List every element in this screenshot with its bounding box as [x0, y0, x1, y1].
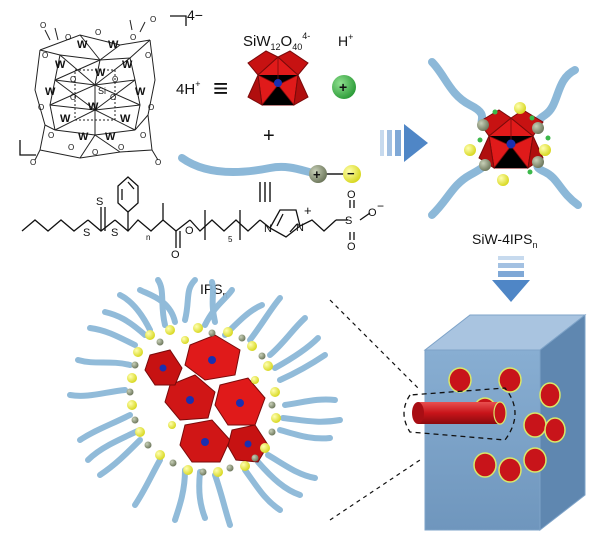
- svg-text:O: O: [112, 75, 118, 84]
- ips-structure-text: S S S n O O 5 N N + S O O O −: [83, 189, 384, 261]
- svg-text:S: S: [111, 227, 118, 239]
- w-atom: W: [135, 86, 146, 98]
- svg-text:O: O: [155, 158, 161, 167]
- svg-text:S: S: [83, 227, 90, 239]
- pulled-cylinder: [412, 401, 507, 425]
- w-atom: W: [78, 131, 89, 143]
- svg-text:O: O: [171, 249, 180, 261]
- svg-text:O: O: [148, 103, 154, 112]
- hexagonal-phase-cube: [403, 313, 587, 532]
- svg-text:O: O: [40, 21, 46, 30]
- svg-text:O: O: [347, 189, 356, 201]
- arrow-right: [380, 124, 428, 162]
- proton-ball: +: [332, 75, 356, 99]
- w-atom: W: [88, 101, 99, 113]
- w-atom: W: [45, 86, 56, 98]
- micelle-assembly: [67, 277, 343, 528]
- svg-text:O: O: [118, 143, 124, 152]
- svg-text:O: O: [185, 225, 194, 237]
- svg-text:O: O: [65, 33, 71, 42]
- svg-text:O: O: [145, 51, 151, 60]
- bracket-left: [19, 140, 36, 156]
- svg-text:n: n: [146, 233, 150, 242]
- highlight-outline: [403, 387, 516, 441]
- keggin-w-atoms: W W W W W W W W W W W W: [45, 39, 146, 143]
- keggin-structure: W W W W W W W W W W W W OO OO OO OO OO O…: [19, 7, 203, 167]
- parallel-symbol: [259, 182, 271, 202]
- w-atom: W: [55, 59, 66, 71]
- svg-text:O: O: [42, 51, 48, 60]
- svg-text:O: O: [38, 103, 44, 112]
- svg-text:−: −: [377, 199, 384, 213]
- micelle-yellow-balls: [127, 323, 281, 477]
- svg-text:N: N: [264, 223, 272, 235]
- svg-text:O: O: [70, 75, 76, 84]
- ips-chemical-structure: [21, 176, 371, 248]
- svg-text:+: +: [339, 79, 347, 95]
- svg-text:O: O: [130, 33, 136, 42]
- charge-label: 4−: [187, 7, 203, 23]
- w-atom: W: [60, 113, 71, 125]
- equiv-symbol: ≡: [213, 73, 228, 103]
- svg-text:+: +: [304, 203, 312, 218]
- w-atom: W: [108, 39, 119, 51]
- zoom-lines: [329, 299, 421, 521]
- w-atom: W: [95, 67, 106, 79]
- svg-text:+: +: [313, 167, 321, 182]
- w-atom: W: [77, 39, 88, 51]
- svg-text:O: O: [110, 93, 116, 102]
- svg-text:O: O: [347, 241, 356, 253]
- keggin-bonds: [34, 19, 159, 161]
- svg-text:−: −: [347, 166, 355, 181]
- proton-label: H+: [338, 32, 353, 49]
- siw-formula: SiW12O404-: [243, 31, 310, 52]
- pom-cluster-icon: [247, 50, 309, 106]
- svg-text:O: O: [48, 131, 54, 140]
- w-atom: W: [120, 113, 131, 125]
- siw-4ips-complex: [428, 58, 582, 219]
- svg-text:O: O: [68, 143, 74, 152]
- svg-text:N: N: [296, 222, 304, 234]
- svg-text:O: O: [95, 28, 101, 37]
- proton-count: 4H+: [176, 79, 200, 98]
- svg-text:O: O: [368, 207, 377, 219]
- ips-chain-icon: + −: [178, 154, 361, 183]
- svg-text:S: S: [96, 196, 103, 208]
- w-atom: W: [122, 59, 133, 71]
- w-atom: W: [105, 131, 116, 143]
- svg-text:5: 5: [228, 235, 233, 244]
- svg-text:O: O: [140, 131, 146, 140]
- svg-text:O: O: [70, 93, 76, 102]
- svg-text:O: O: [150, 15, 156, 24]
- micelle-gray-balls: [126, 329, 276, 476]
- si-atom: Si: [98, 86, 106, 96]
- svg-text:O: O: [92, 148, 98, 157]
- micelle-pom-core: [144, 334, 269, 463]
- complex-label: SiW-4IPSn: [472, 231, 537, 250]
- svg-text:S: S: [345, 215, 352, 227]
- bracket-right: [170, 15, 187, 26]
- arrow-down: [492, 256, 530, 302]
- svg-text:O: O: [30, 158, 36, 167]
- plus-symbol: +: [263, 125, 275, 147]
